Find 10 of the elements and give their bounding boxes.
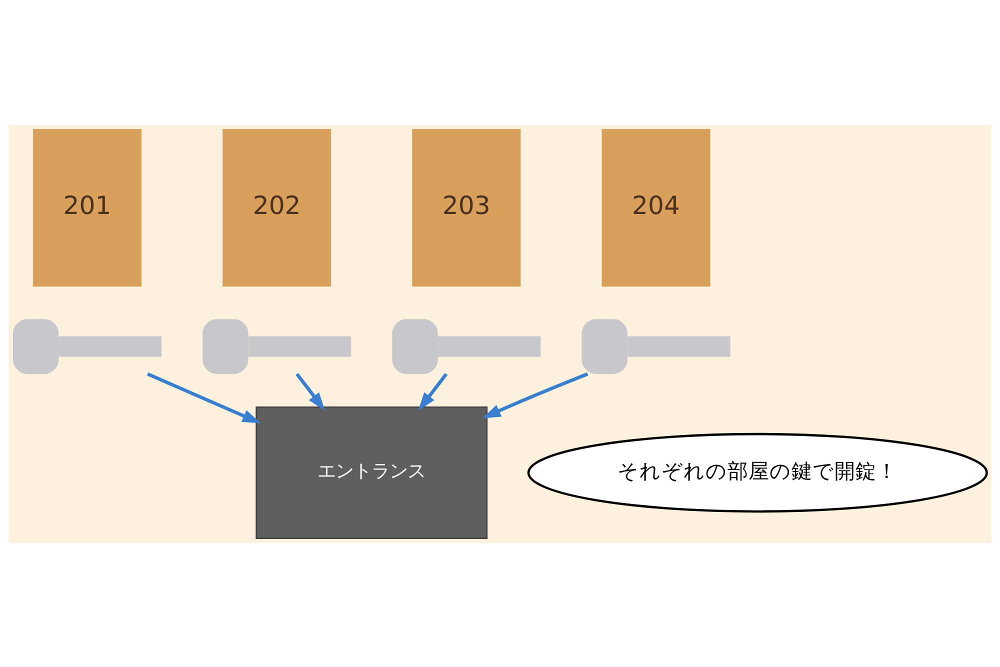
arrow bbox=[418, 372, 448, 410]
arrow bbox=[146, 372, 261, 423]
node-ellipse: それぞれの部屋の鍵で開錠！ bbox=[527, 432, 988, 512]
node-box: 202 bbox=[222, 128, 332, 286]
node-box: 203 bbox=[412, 128, 521, 286]
arrow bbox=[482, 372, 588, 418]
arrow bbox=[296, 372, 326, 410]
node-box: エントランス bbox=[256, 406, 488, 538]
node-box: 204 bbox=[602, 128, 710, 286]
node-box: 201 bbox=[33, 128, 142, 286]
